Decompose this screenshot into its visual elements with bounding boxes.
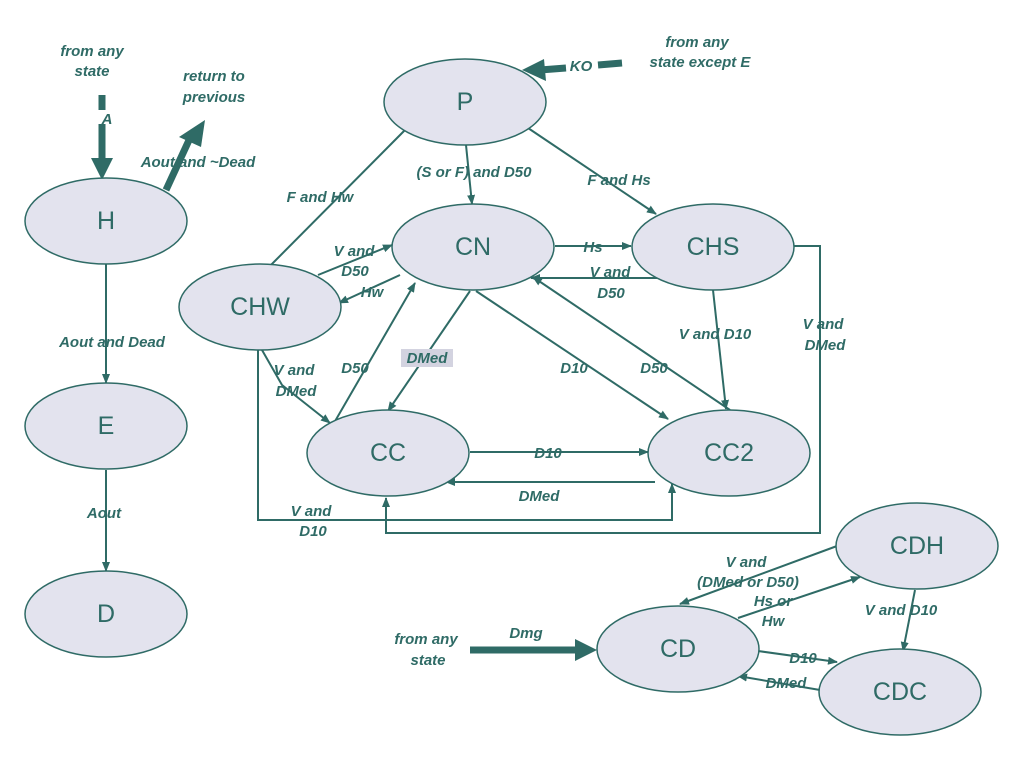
edge-cn-chw: [338, 274, 401, 304]
state-chw: CHW: [178, 263, 342, 351]
edge-chw-cn: [317, 244, 393, 276]
note-from-any-state-2-line1: from any: [394, 631, 458, 648]
label-dmed-cn: DMed: [407, 350, 449, 367]
state-d: D: [24, 570, 188, 658]
label-dmed-cc2: DMed: [519, 488, 561, 505]
state-cc-label: CC: [370, 439, 406, 467]
thick-arrow-dmg-head: [575, 639, 597, 661]
state-cc2-label: CC2: [704, 439, 754, 467]
edge-cdc-cd: [737, 673, 821, 691]
label-dmed-highlight: [401, 349, 453, 367]
state-chs-label: CHS: [687, 233, 740, 261]
note-return-line1: return to: [183, 68, 245, 85]
label-hw-cd: Hw: [762, 613, 786, 630]
state-p-label: P: [457, 88, 474, 116]
label-chs-d50: D50: [597, 285, 625, 302]
label-d10-cn: D10: [560, 360, 588, 377]
label-dmg: Dmg: [509, 625, 542, 642]
label-chs-v-and: V and: [590, 264, 632, 281]
edge-chs-cc2: [712, 289, 729, 410]
label-aout: Aout: [86, 505, 122, 522]
thick-arrow-return-head: [179, 120, 205, 147]
label-hs: Hs: [583, 239, 602, 256]
state-cc: CC: [306, 409, 470, 497]
label-dmed-cdc: DMed: [766, 675, 808, 692]
note-return-line2: previous: [182, 89, 246, 106]
edge-labels: A Aout and ~Dead Aout and Dead Aout KO (…: [58, 58, 938, 692]
state-cdc-label: CDC: [873, 678, 927, 706]
state-cn: CN: [391, 203, 555, 291]
label-chw-v-and-d10-2: D10: [299, 523, 327, 540]
thick-arrow-ko-tail: [597, 59, 623, 69]
label-chs-v-and-dmed-2: DMed: [805, 337, 847, 354]
edge-p-cn: [465, 144, 476, 205]
state-chs: CHS: [631, 203, 795, 291]
state-e: E: [24, 382, 188, 470]
label-d10-cc: D10: [534, 445, 562, 462]
note-from-any-state-line2: state: [74, 63, 109, 80]
label-d50-cc2: D50: [640, 360, 668, 377]
state-h-label: H: [97, 207, 115, 235]
label-hw: Hw: [361, 284, 385, 301]
edge-p-chs: [527, 127, 657, 215]
note-from-any-state-2-line2: state: [410, 652, 445, 669]
label-v-and-d10-cdh: V and D10: [865, 602, 938, 619]
state-e-label: E: [98, 412, 115, 440]
edge-cdh-cdc: [900, 589, 916, 652]
note-except-e-line1: from any: [665, 34, 729, 51]
state-cc2: CC2: [647, 409, 811, 497]
state-cn-label: CN: [455, 233, 491, 261]
label-a: A: [101, 111, 113, 128]
thick-arrow-a-head: [91, 158, 113, 180]
edge-cdh-cd: [679, 545, 838, 605]
state-h: H: [24, 177, 188, 265]
state-cd: CD: [596, 605, 760, 693]
thick-arrow-ko-head: [522, 59, 546, 81]
notes: from any state return to previous from a…: [60, 34, 751, 669]
label-chs-v-and-dmed-1: V and: [803, 316, 845, 333]
label-s-or-f-d50: (S or F) and D50: [416, 164, 532, 181]
label-d50-cc: D50: [341, 360, 369, 377]
state-cd-label: CD: [660, 635, 696, 663]
label-chw-v-and: V and: [334, 243, 376, 260]
label-ko: KO: [570, 58, 593, 75]
edge-p-chw: [261, 129, 406, 275]
label-aout-and-dead: Aout and Dead: [58, 334, 166, 351]
thick-arrow-return: [162, 136, 194, 192]
label-cdh-dmed-or-d50: (DMed or D50): [697, 574, 799, 591]
label-chw-v-and-dmed-1: V and: [274, 362, 316, 379]
edge-chw-cc2: [257, 350, 676, 521]
label-hs-or: Hs or: [754, 593, 794, 610]
thick-arrows: [91, 59, 623, 661]
label-chw-v-and-dmed-2: DMed: [276, 383, 318, 400]
state-cdh-label: CDH: [890, 532, 944, 560]
edge-cd-cdh: [737, 576, 861, 619]
label-f-and-hw: F and Hw: [287, 189, 355, 206]
state-cdh: CDH: [835, 502, 999, 590]
edges: [102, 127, 916, 691]
label-d10-cd: D10: [789, 650, 817, 667]
state-chw-label: CHW: [230, 293, 290, 321]
state-cdc: CDC: [818, 648, 982, 736]
label-cdh-v-and: V and: [726, 554, 768, 571]
nodes: H E D P CN CHS CHW CC: [24, 58, 999, 736]
label-chw-d50: D50: [341, 263, 369, 280]
edge-chs-cc: [382, 245, 821, 534]
label-aout-not-dead: Aout and ~Dead: [140, 154, 256, 171]
note-from-any-state-line1: from any: [60, 43, 124, 60]
note-except-e-line2: state except E: [650, 54, 752, 71]
state-d-label: D: [97, 600, 115, 628]
edge-cn-cc2: [475, 290, 669, 420]
edge-cd-cdc: [757, 650, 838, 665]
edge-cc2-cn: [532, 276, 731, 411]
label-v-and-d10-chs: V and D10: [679, 326, 752, 343]
label-f-and-hs: F and Hs: [587, 172, 650, 189]
edge-chw-cc: [261, 349, 331, 424]
label-chw-v-and-d10-1: V and: [291, 503, 333, 520]
edge-cc-cn: [333, 282, 416, 424]
state-p: P: [383, 58, 547, 146]
